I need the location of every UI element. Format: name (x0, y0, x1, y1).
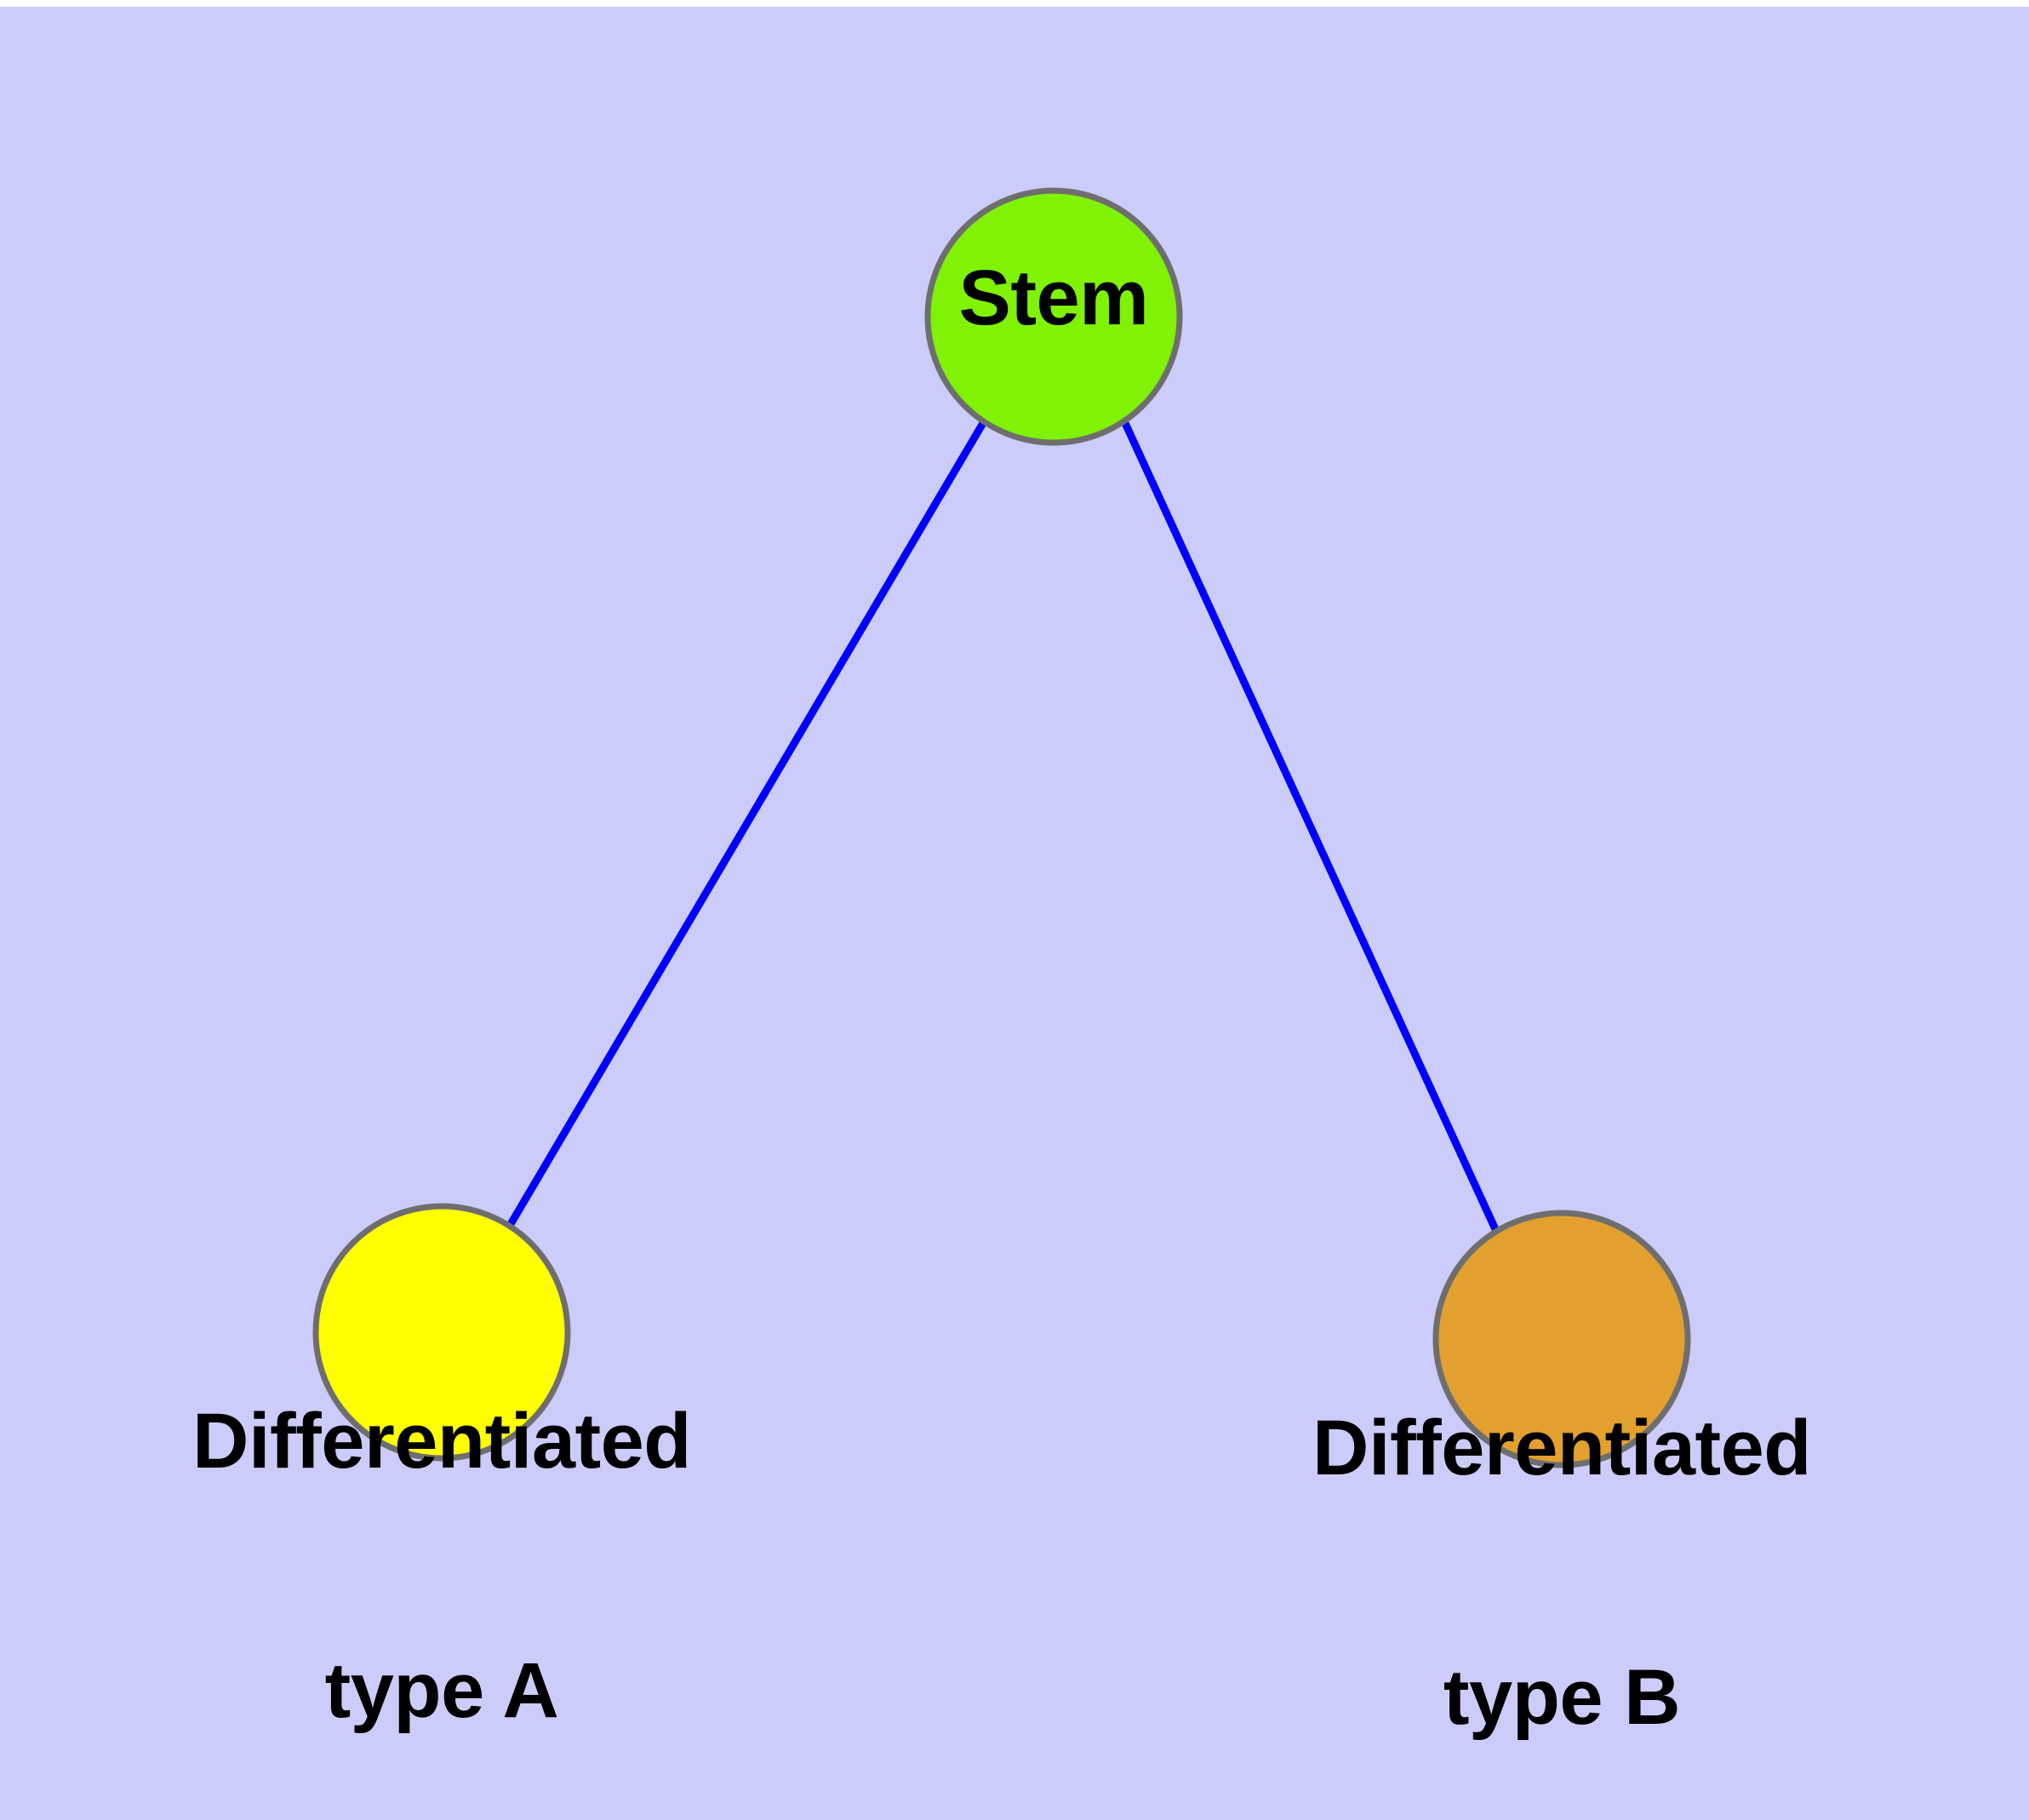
node-differentiated-type-a[interactable] (312, 1203, 571, 1462)
node-stem[interactable] (924, 187, 1183, 446)
edge-stem-to-differentiated-a (507, 421, 986, 1227)
edge-layer (507, 421, 1500, 1231)
node-differentiated-type-b[interactable] (1432, 1210, 1691, 1468)
edge-stem-to-differentiated-b (1121, 421, 1500, 1231)
node-layer (312, 187, 1691, 1468)
